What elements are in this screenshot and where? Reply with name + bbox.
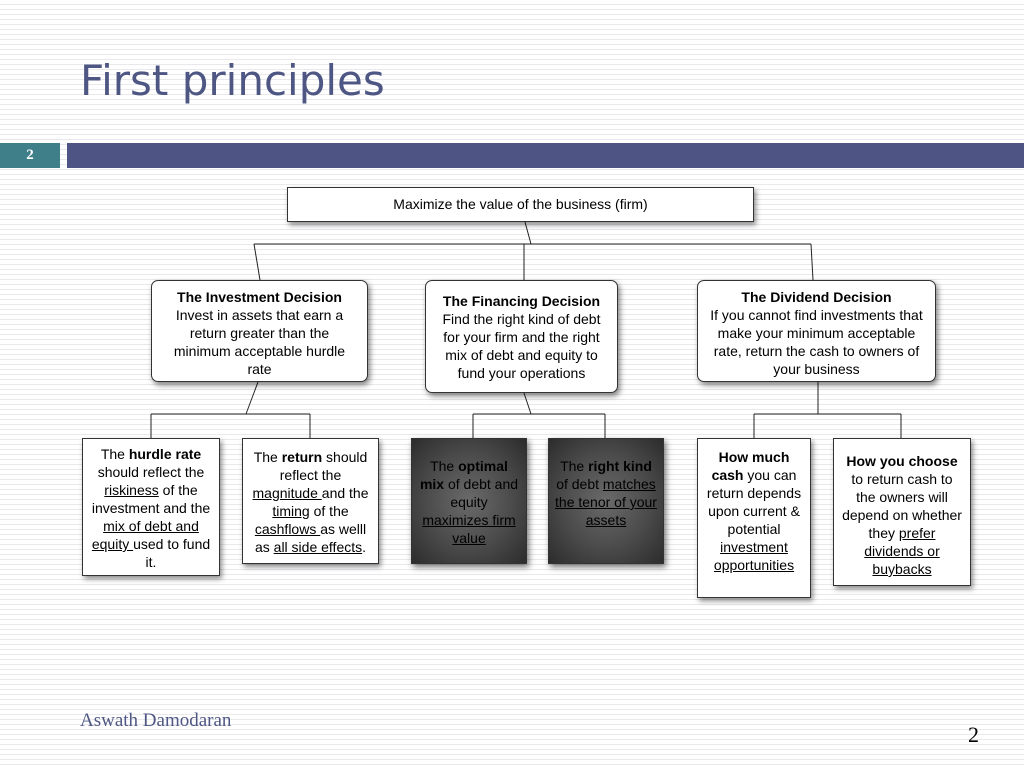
return-text-8: cashflows [254, 521, 321, 537]
footer-page-number: 2 [968, 722, 979, 747]
return-text-9: as welll as [254, 521, 367, 555]
return-text-1: The [253, 449, 282, 465]
footer-author: Aswath Damodaran [80, 710, 232, 731]
rightkind-text-3: of debt [556, 476, 603, 492]
connector-investment [253, 243, 261, 281]
return-text-11: . [362, 539, 367, 555]
return-box: The return should reflect the magnitude … [242, 438, 379, 564]
slide-title: First principles [80, 56, 385, 105]
investment-decision-body: Invest in assets that earn a return grea… [173, 307, 346, 377]
hurdle-text-7: used to fund it. [133, 536, 211, 570]
rightkind-text-1: The [560, 458, 589, 474]
howchoose-text-1: How you choose [846, 453, 958, 469]
return-text-6: timing [272, 503, 310, 519]
return-text-5: and the [321, 485, 369, 501]
return-text-7: of the [309, 503, 349, 519]
rightkind-text-4: matches the tenor of your assets [555, 476, 657, 528]
howmuch-text-3: investment opportunities [713, 539, 795, 573]
how-you-choose-box: How you choose to return cash to the own… [833, 438, 971, 586]
connector-financing-down [523, 392, 532, 415]
right-kind-box: The right kind of debt matches the tenor… [548, 438, 664, 564]
return-text-10: all side effects [273, 539, 363, 555]
howmuch-text-2: you can return depends upon current & po… [706, 467, 802, 537]
financing-decision-box: The Financing Decision Find the right ki… [425, 280, 618, 393]
return-text-4: magnitude [252, 485, 322, 501]
dividend-decision-box: The Dividend Decision If you cannot find… [697, 280, 936, 382]
optimal-text-2: optimal mix [419, 458, 508, 492]
hurdle-text-1: The [100, 446, 129, 462]
root-goal-box: Maximize the value of the business (firm… [287, 187, 754, 222]
optimal-mix-box: The optimal mix of debt and equity maxim… [411, 438, 527, 564]
slide-number-badge: 2 [0, 143, 60, 168]
return-text-3: should reflect the [279, 449, 368, 483]
rightkind-text-2: right kind [588, 458, 652, 474]
financing-decision-heading: The Financing Decision [442, 293, 601, 309]
dividend-decision-heading: The Dividend Decision [741, 289, 892, 305]
hurdle-text-3: should reflect the [97, 464, 205, 480]
hurdle-text-4: riskiness [104, 482, 159, 498]
optimal-text-3: of debt and equity [444, 476, 519, 510]
howchoose-text-2: to return cash to the owners will depend… [842, 471, 962, 541]
dividend-decision-body: If you cannot find investments that make… [710, 307, 923, 377]
optimal-text-4: maximizes firm value [422, 512, 516, 546]
hurdle-text-2: hurdle rate [128, 446, 202, 462]
how-much-cash-box: How much cash you can return depends upo… [697, 438, 811, 598]
return-text-2: return [281, 449, 323, 465]
howmuch-text-1: How much cash [711, 449, 790, 483]
title-divider-bar [67, 143, 1024, 168]
investment-decision-heading: The Investment Decision [177, 289, 342, 305]
connector-root [524, 221, 532, 245]
hurdle-rate-box: The hurdle rate should reflect the riski… [82, 438, 220, 576]
optimal-text-1: The [430, 458, 459, 474]
howchoose-text-3: prefer dividends or buybacks [864, 525, 940, 577]
hurdle-text-5: of the investment and the [91, 482, 211, 516]
connector-investment-down [245, 381, 259, 415]
investment-decision-box: The Investment Decision Invest in assets… [151, 280, 368, 382]
hurdle-text-6: mix of debt and equity [91, 518, 199, 552]
connector-dividend [810, 243, 814, 281]
financing-decision-body: Find the right kind of debt for your fir… [442, 311, 601, 381]
